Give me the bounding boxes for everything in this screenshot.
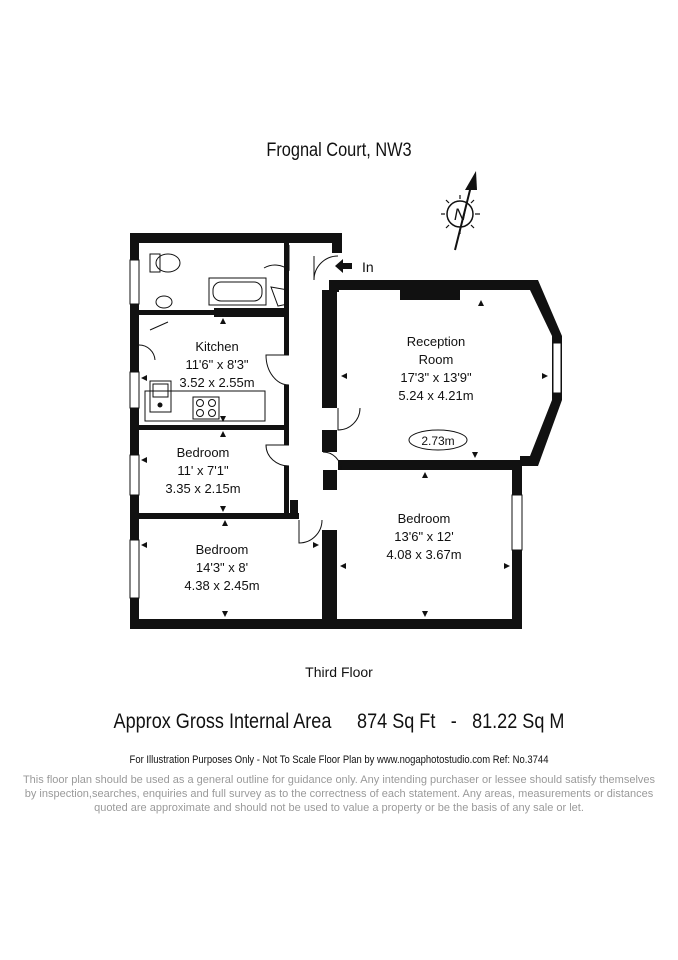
bedroom-left-metric: 4.38 x 2.45m xyxy=(184,578,259,593)
area-sqm: 81.22 Sq M xyxy=(472,710,565,733)
kitchen-metric: 3.52 x 2.55m xyxy=(179,375,254,390)
floor-label: Third Floor xyxy=(305,664,373,680)
room-labels: Reception Room 17'3" x 13'9" 5.24 x 4.21… xyxy=(165,334,473,593)
entrance-arrow-icon xyxy=(335,259,352,273)
reception-name: Reception xyxy=(407,334,466,349)
area-sqft: 874 Sq Ft xyxy=(357,710,436,733)
credits-line: For Illustration Purposes Only - Not To … xyxy=(129,754,549,766)
disclaimer: This floor plan should be used as a gene… xyxy=(22,774,656,814)
measurement-markers xyxy=(141,300,548,617)
area-separator: - xyxy=(450,710,457,733)
kitchen-fixtures xyxy=(144,380,266,422)
windows xyxy=(129,259,562,599)
compass-icon: N xyxy=(441,171,480,251)
entrance-label: In xyxy=(362,259,374,275)
area-summary: Approx Gross Internal Area 874 Sq Ft - 8… xyxy=(47,710,630,734)
kitchen-imperial: 11'6" x 8'3" xyxy=(185,357,248,372)
reception-imperial: 17'3" x 13'9" xyxy=(400,370,472,385)
bay-measurement: 2.73m xyxy=(421,434,454,448)
bay-measurement-outline xyxy=(408,429,468,451)
bedroom-left-name: Bedroom xyxy=(196,542,249,557)
area-label: Approx Gross Internal Area xyxy=(113,710,332,733)
bedroom-small-metric: 3.35 x 2.15m xyxy=(165,481,240,496)
doors xyxy=(138,245,361,544)
bedroom-small-imperial: 11' x 7'1" xyxy=(177,463,229,478)
bedroom-right-imperial: 13'6" x 12' xyxy=(394,529,453,544)
kitchen-name: Kitchen xyxy=(195,339,238,354)
bedroom-left-imperial: 14'3" x 8' xyxy=(196,560,248,575)
reception-metric: 5.24 x 4.21m xyxy=(398,388,473,403)
reception-name-2: Room xyxy=(419,352,454,367)
compass-north-label: N xyxy=(454,205,467,224)
property-title: Frognal Court, NW3 xyxy=(266,140,412,161)
bedroom-right-name: Bedroom xyxy=(398,511,451,526)
bathroom-fixtures xyxy=(149,253,289,309)
walls xyxy=(130,233,562,629)
bedroom-small-name: Bedroom xyxy=(177,445,230,460)
bedroom-right-metric: 4.08 x 3.67m xyxy=(386,547,461,562)
